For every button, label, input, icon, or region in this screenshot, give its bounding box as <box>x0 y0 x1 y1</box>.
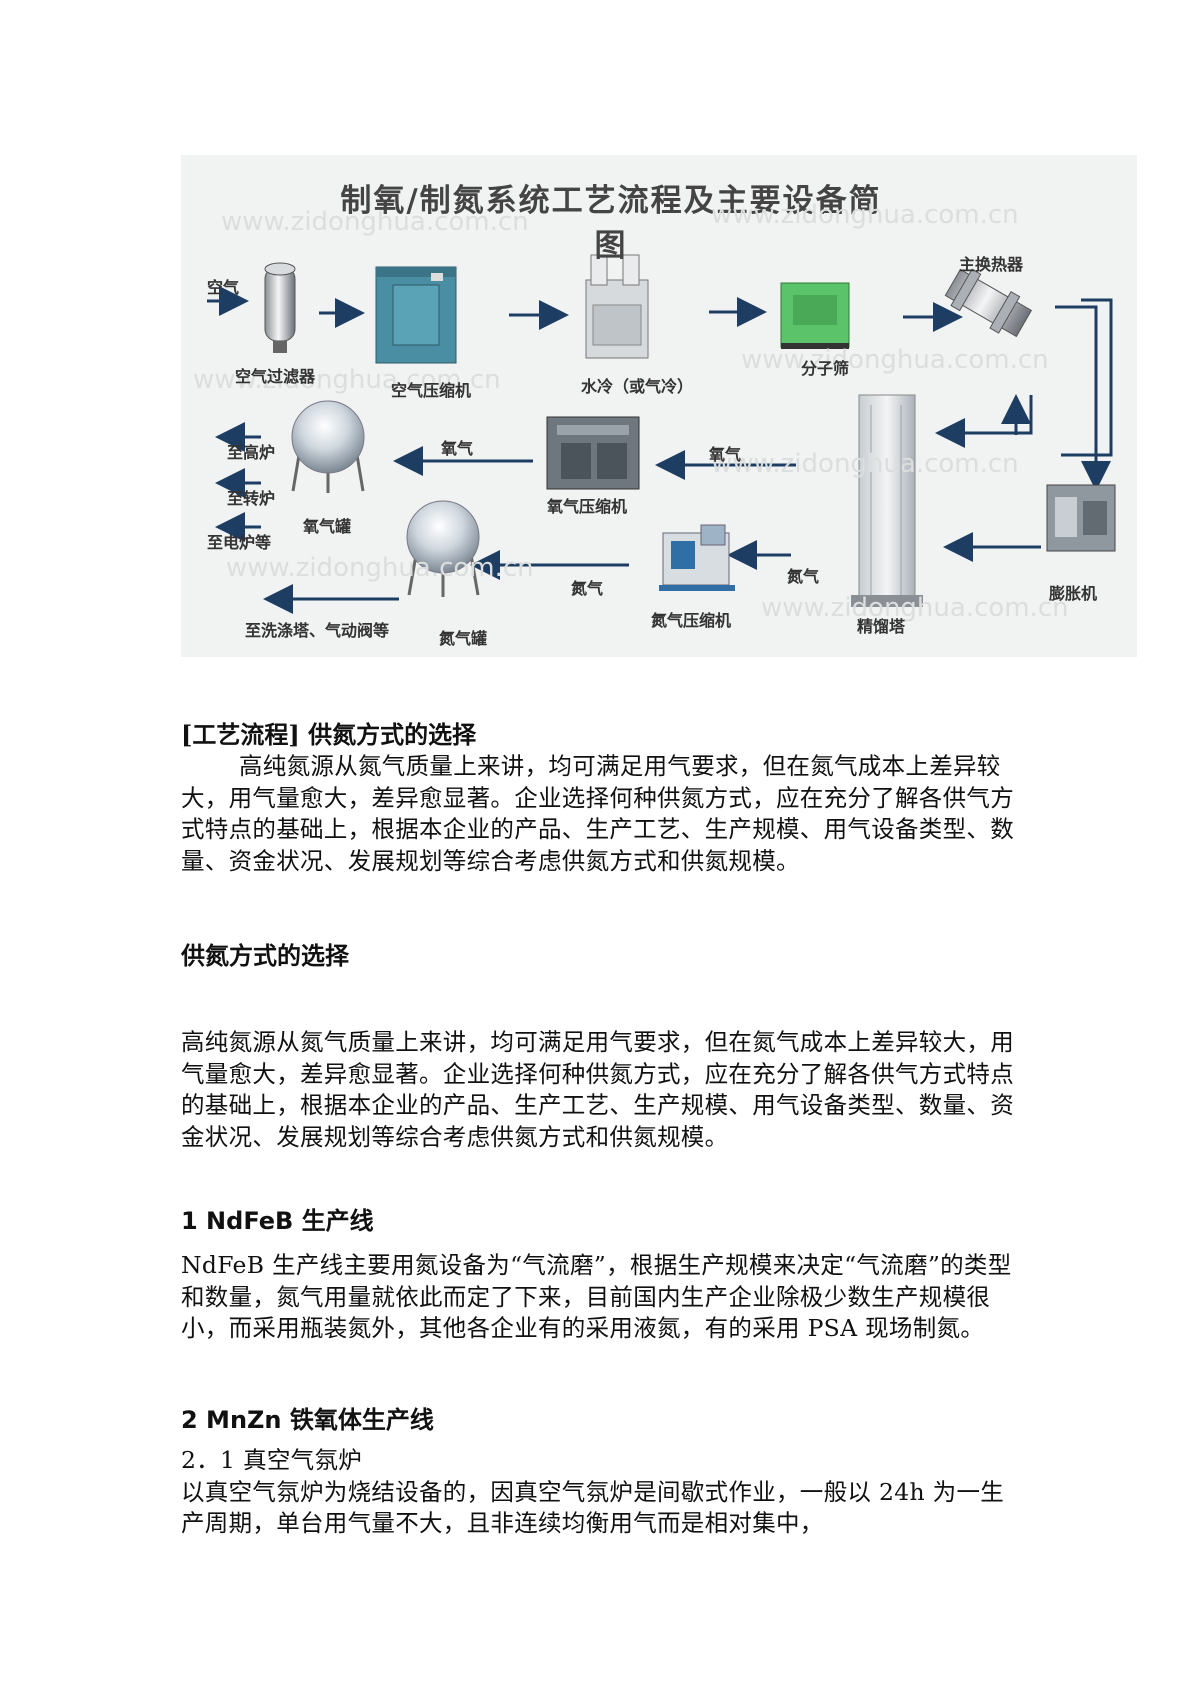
section-ndfeb: 1 NdFeB 生产线 NdFeB 生产线主要用氮设备为“气流磨”，根据生产规模… <box>181 1201 1021 1345</box>
arrow-exchanger-to-tower <box>935 395 1033 448</box>
label-oxygen-compressor: 氧气压缩机 <box>547 497 628 516</box>
label-water-cooler: 水冷（或气冷） <box>581 377 694 396</box>
label-to-washing-tower: 至洗涤塔、气动阀等 <box>245 621 390 640</box>
label-nitrogen-flow: 氮气 <box>787 567 820 586</box>
nitrogen-compressor-icon <box>659 524 735 591</box>
watermark: www.zidonghua.com.cn <box>711 200 1019 230</box>
section-heading: 2 MnZn 铁氧体生产线 <box>181 1406 434 1434</box>
label-nitrogen-flow: 氮气 <box>571 579 604 598</box>
section-paragraph: 高纯氮源从氮气质量上来讲，均可满足用气要求，但在氮气成本上差异较大，用气量愈大，… <box>181 752 1014 875</box>
label-nitrogen-tank: 氮气罐 <box>439 629 488 648</box>
label-oxygen-flow: 氧气 <box>709 445 742 464</box>
molecular-sieve-icon <box>780 282 850 349</box>
arrow-return-loop-outer <box>1061 298 1113 457</box>
section-paragraph: 以真空气氛炉为烧结设备的，因真空气氛炉是间歇式作业，一般以 24h 为一生产周期… <box>181 1477 1005 1538</box>
section-heading: 供氮方式的选择 <box>181 941 349 970</box>
watermark: www.zidonghua.com.cn <box>761 593 1069 623</box>
label-to-electric-furnace: 至电炉等 <box>207 533 272 552</box>
label-distillation-tower: 精馏塔 <box>857 617 906 636</box>
label-expander: 膨胀机 <box>1049 584 1098 603</box>
process-flow-figure: 制氧/制氮系统工艺流程及主要设备简图 www.zidonghua.com.cn … <box>181 155 1137 657</box>
section-process-flow: [工艺流程] 供氮方式的选择 高纯氮源从氮气质量上来讲，均可满足用气要求，但在氮… <box>181 719 1021 877</box>
watermark: www.zidonghua.com.cn <box>741 345 1049 375</box>
watermark: www.zidonghua.com.cn <box>221 207 529 237</box>
section-nitrogen-supply-body: 高纯氮源从氮气质量上来讲，均可满足用气要求，但在氮气成本上差异较大，用气量愈大，… <box>181 1027 1021 1153</box>
main-heat-exchanger-icon <box>944 268 1033 338</box>
watermark: www.zidonghua.com.cn <box>226 553 534 583</box>
label-molecular-sieve: 分子筛 <box>801 359 850 378</box>
figure-title: 制氧/制氮系统工艺流程及主要设备简图 <box>340 183 882 264</box>
label-air-compressor: 空气压缩机 <box>391 381 472 400</box>
label-oxygen-flow: 氧气 <box>441 439 474 458</box>
watermark: www.zidonghua.com.cn <box>711 449 1019 479</box>
label-nitrogen-compressor: 氮气压缩机 <box>651 611 732 630</box>
section-paragraph: 高纯氮源从氮气质量上来讲，均可满足用气要求，但在氮气成本上差异较大，用气量愈大，… <box>181 1028 1014 1151</box>
section-paragraph: NdFeB 生产线主要用氮设备为“气流磨”，根据生产规模来决定“气流磨”的类型和… <box>181 1251 1012 1342</box>
watermark: www.zidonghua.com.cn <box>193 365 501 395</box>
air-filter-icon <box>264 262 296 353</box>
water-cooler-icon <box>585 254 649 359</box>
label-oxygen-tank: 氧气罐 <box>303 517 352 536</box>
label-air-filter: 空气过滤器 <box>235 367 316 386</box>
air-compressor-icon <box>375 266 457 364</box>
oxygen-compressor-icon <box>546 416 640 490</box>
section-mnzn: 2 MnZn 铁氧体生产线 2．1 真空气氛炉 以真空气氛炉为烧结设备的，因真空… <box>181 1400 1021 1540</box>
distillation-tower-icon <box>851 394 923 607</box>
section-subheading: 2．1 真空气氛炉 <box>181 1446 363 1474</box>
label-to-blast-furnace: 至高炉 <box>227 443 276 462</box>
label-main-heat-exchanger: 主换热器 <box>959 255 1024 274</box>
section-heading: [工艺流程] 供氮方式的选择 <box>181 720 477 749</box>
section-heading: 1 NdFeB 生产线 <box>181 1207 374 1235</box>
arrow-exchanger-to-expander <box>1055 305 1111 491</box>
label-to-converter: 至转炉 <box>227 489 276 508</box>
expander-icon <box>1046 484 1116 552</box>
section-nitrogen-supply: 供氮方式的选择 <box>181 936 1021 971</box>
label-air-in: 空气 <box>207 278 240 297</box>
nitrogen-tank-icon <box>406 500 480 597</box>
flow-diagram-graphics <box>207 254 1116 614</box>
oxygen-tank-icon <box>291 400 365 493</box>
